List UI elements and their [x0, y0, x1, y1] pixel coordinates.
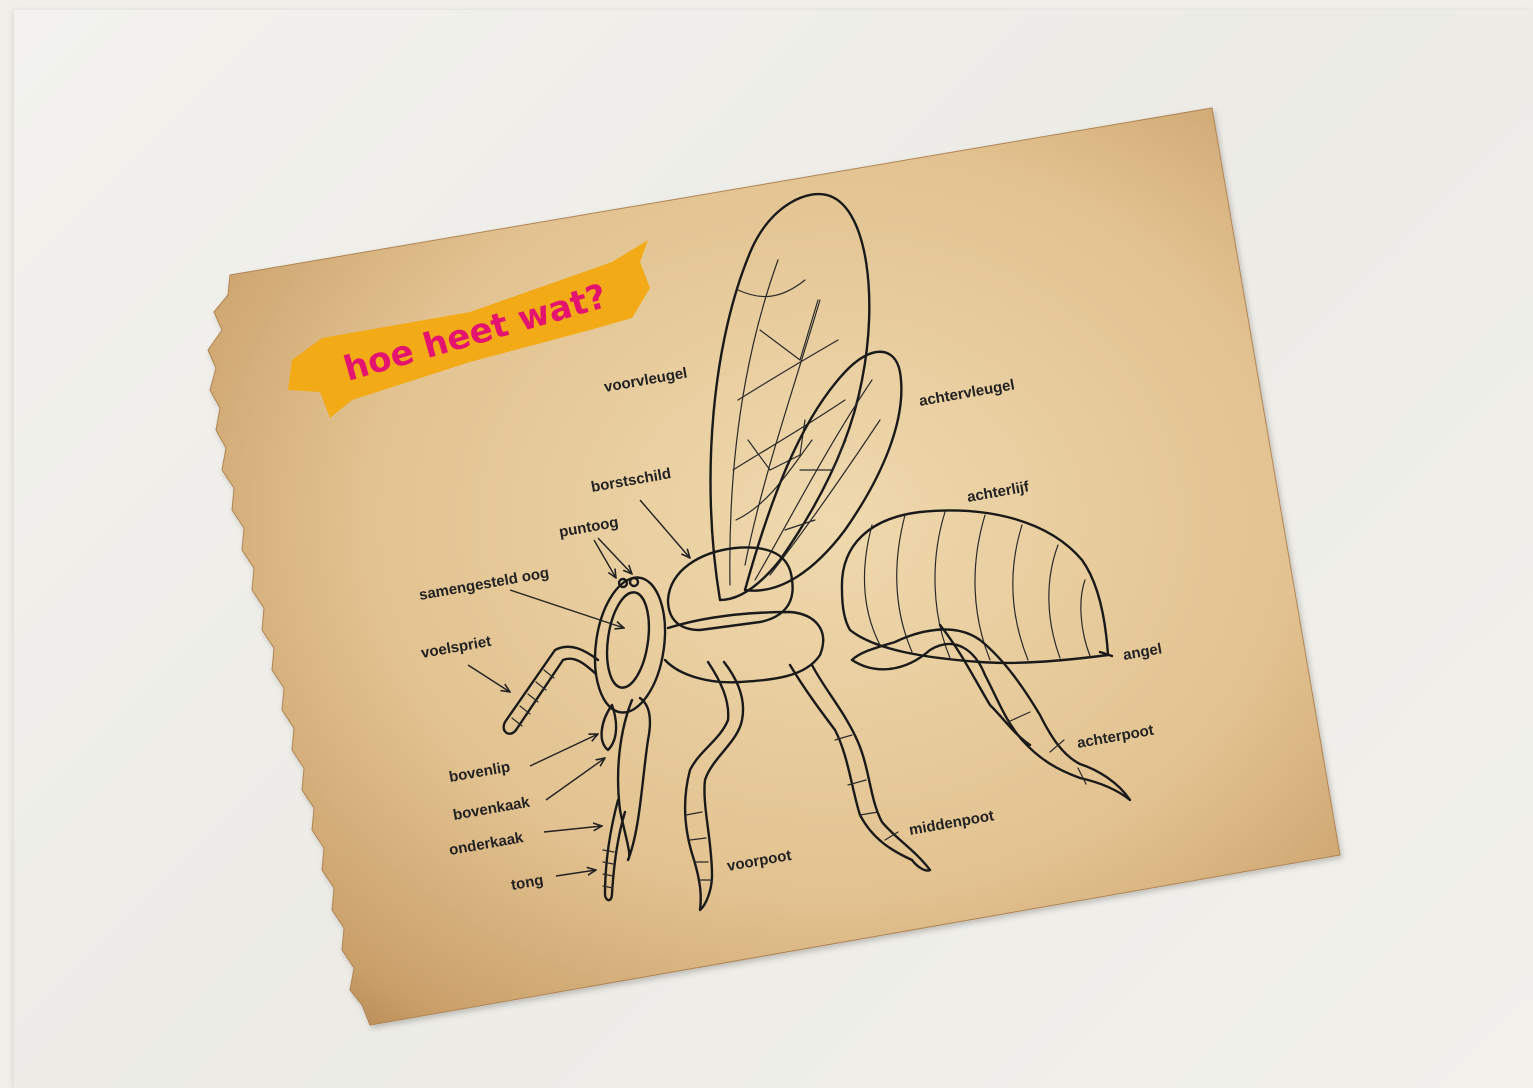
bee-diagram: hoe heet wat?: [0, 0, 1533, 1088]
